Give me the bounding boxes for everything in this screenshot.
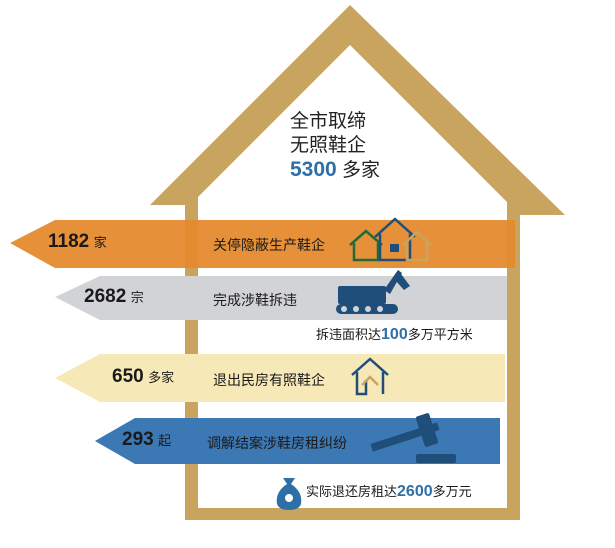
row-2-unit: 宗 xyxy=(130,290,144,305)
row-band-1 xyxy=(10,220,515,268)
demolition-note-post: 多万平方米 xyxy=(407,327,473,342)
row-4-unit: 起 xyxy=(158,433,172,448)
row-3-text: 退出民房有照鞋企 xyxy=(213,372,325,388)
rent-note-value: 2600 xyxy=(397,483,433,500)
house-arrow-icon xyxy=(351,357,389,396)
rent-note: 实际退还房租达2600多万元 xyxy=(306,481,472,501)
row-1-unit: 家 xyxy=(93,235,107,250)
demolition-note: 拆违面积达100多万平方米 xyxy=(316,324,473,344)
money-bag-icon xyxy=(276,478,302,510)
row-1-text: 关停隐蔽生产鞋企 xyxy=(213,237,325,253)
row-3-number: 650 xyxy=(112,366,144,387)
row-4-number: 293 xyxy=(122,429,154,450)
row-band-4 xyxy=(95,418,500,464)
row-2-number: 2682 xyxy=(84,286,127,307)
title-line-1: 全市取缔 xyxy=(290,111,367,132)
row-1-number: 1182 xyxy=(48,231,90,252)
row-band-3 xyxy=(55,354,505,402)
demolition-note-value: 100 xyxy=(381,326,408,343)
row-1-stat: 1182 家 xyxy=(48,231,107,253)
title-line-3: 5300 多家 xyxy=(290,158,410,183)
row-3-unit: 多家 xyxy=(148,370,175,385)
row-4-stat: 293 起 xyxy=(122,429,171,451)
demolition-note-pre: 拆违面积达 xyxy=(316,327,382,342)
houses-icon xyxy=(349,217,432,262)
excavator-icon xyxy=(336,270,410,314)
row-2-text: 完成涉鞋拆违 xyxy=(213,292,297,308)
row-2-stat: 2682 宗 xyxy=(84,286,144,308)
rent-note-post: 多万元 xyxy=(432,484,472,499)
rent-note-pre: 实际退还房租达 xyxy=(306,484,398,499)
title-number: 5300 xyxy=(290,158,337,181)
gavel-icon xyxy=(370,413,456,463)
title-line-2: 无照鞋企 xyxy=(290,135,367,156)
title-unit: 多家 xyxy=(342,160,381,181)
house-outline xyxy=(150,5,565,520)
row-4-text: 调解结案涉鞋房租纠纷 xyxy=(207,435,347,451)
row-3-stat: 650 多家 xyxy=(112,366,174,388)
